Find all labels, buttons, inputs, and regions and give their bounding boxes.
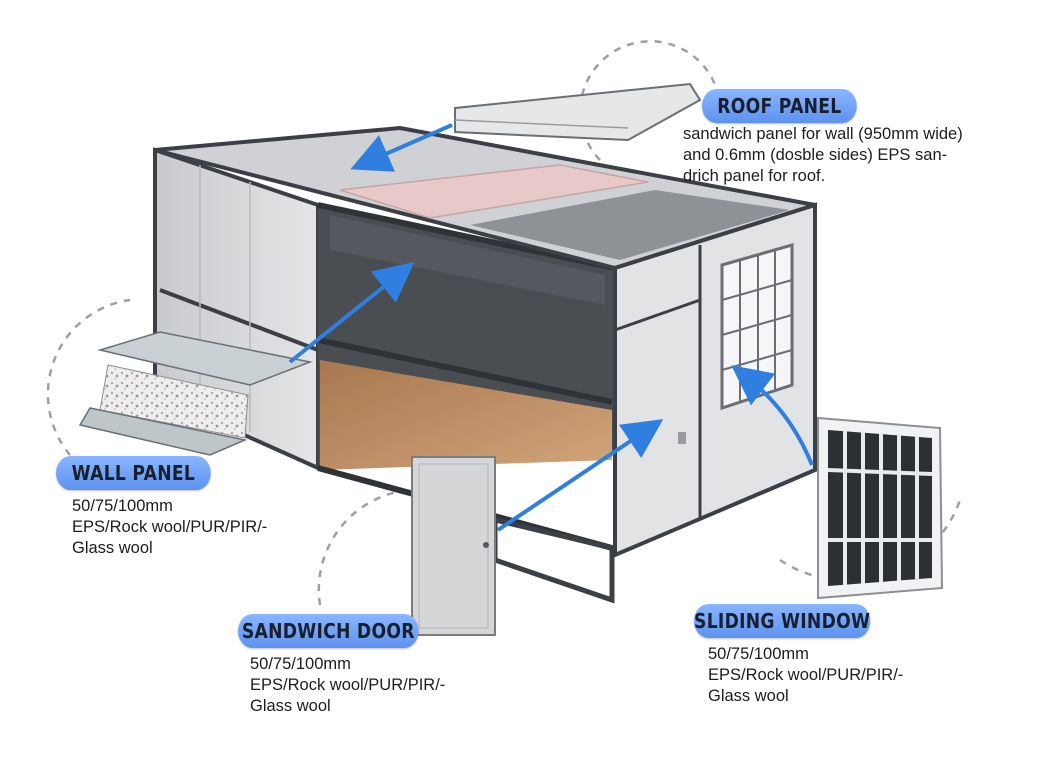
sandwich-door-line-2: EPS/Rock wool/PUR/PIR/- <box>250 676 446 694</box>
wall-panel-line-1: 50/75/100mm <box>72 497 173 515</box>
roof-panel-description: sandwich panel for wall (950mm wide) and… <box>683 124 963 187</box>
arrow-roof <box>350 123 453 172</box>
wall-panel-label: WALL PANEL <box>56 456 211 490</box>
sandwich-door-label: SANDWICH DOOR <box>238 614 419 648</box>
wall-panel-bottom <box>78 407 248 456</box>
roof-insulation <box>339 164 649 219</box>
wall-panel-top <box>97 331 313 386</box>
roof-opening <box>470 190 790 260</box>
wall-panel-line-3: Glass wool <box>72 539 153 557</box>
roof-panel-label: ROOF PANEL <box>702 89 857 123</box>
sliding-window-line-2: EPS/Rock wool/PUR/PIR/- <box>708 666 904 684</box>
floor-frame <box>492 516 615 604</box>
wall-opening-upper <box>330 215 605 305</box>
wall-panel-description: 50/75/100mm EPS/Rock wool/PUR/PIR/- Glas… <box>72 496 267 559</box>
roof-panel-line-2: and 0.6mm (dosble sides) EPS san- <box>683 146 948 164</box>
callout-circle-door <box>317 488 411 606</box>
sliding-window-line-1: 50/75/100mm <box>708 645 809 663</box>
sandwich-door-line-1: 50/75/100mm <box>250 655 351 673</box>
arrow-door <box>496 419 664 532</box>
sandwich-door-line-3: Glass wool <box>250 697 331 715</box>
callout-circle-window <box>779 499 962 582</box>
sandwich-door-description: 50/75/100mm EPS/Rock wool/PUR/PIR/- Glas… <box>250 654 445 717</box>
door-handle <box>483 542 489 548</box>
door-sample <box>411 456 496 636</box>
roof-panel-sample <box>454 82 702 142</box>
callout-circle-wall <box>46 298 131 456</box>
arrow-window <box>731 365 814 466</box>
callout-circle-roof <box>579 40 722 161</box>
wall-panel-line-2: EPS/Rock wool/PUR/PIR/- <box>72 518 268 536</box>
sliding-window-line-3: Glass wool <box>708 687 789 705</box>
floor <box>320 360 612 470</box>
roof-panel-line-1: sandwich panel for wall (950mm wide) <box>683 125 963 143</box>
wall-panel-foam <box>99 364 249 439</box>
arrow-wall <box>288 261 415 364</box>
wall-switch <box>678 432 686 444</box>
roof-panel-line-3: drich panel for roof. <box>683 167 826 185</box>
sliding-window-description: 50/75/100mm EPS/Rock wool/PUR/PIR/- Glas… <box>708 644 903 707</box>
sliding-window-label: SLIDING WINDOW <box>694 604 871 638</box>
